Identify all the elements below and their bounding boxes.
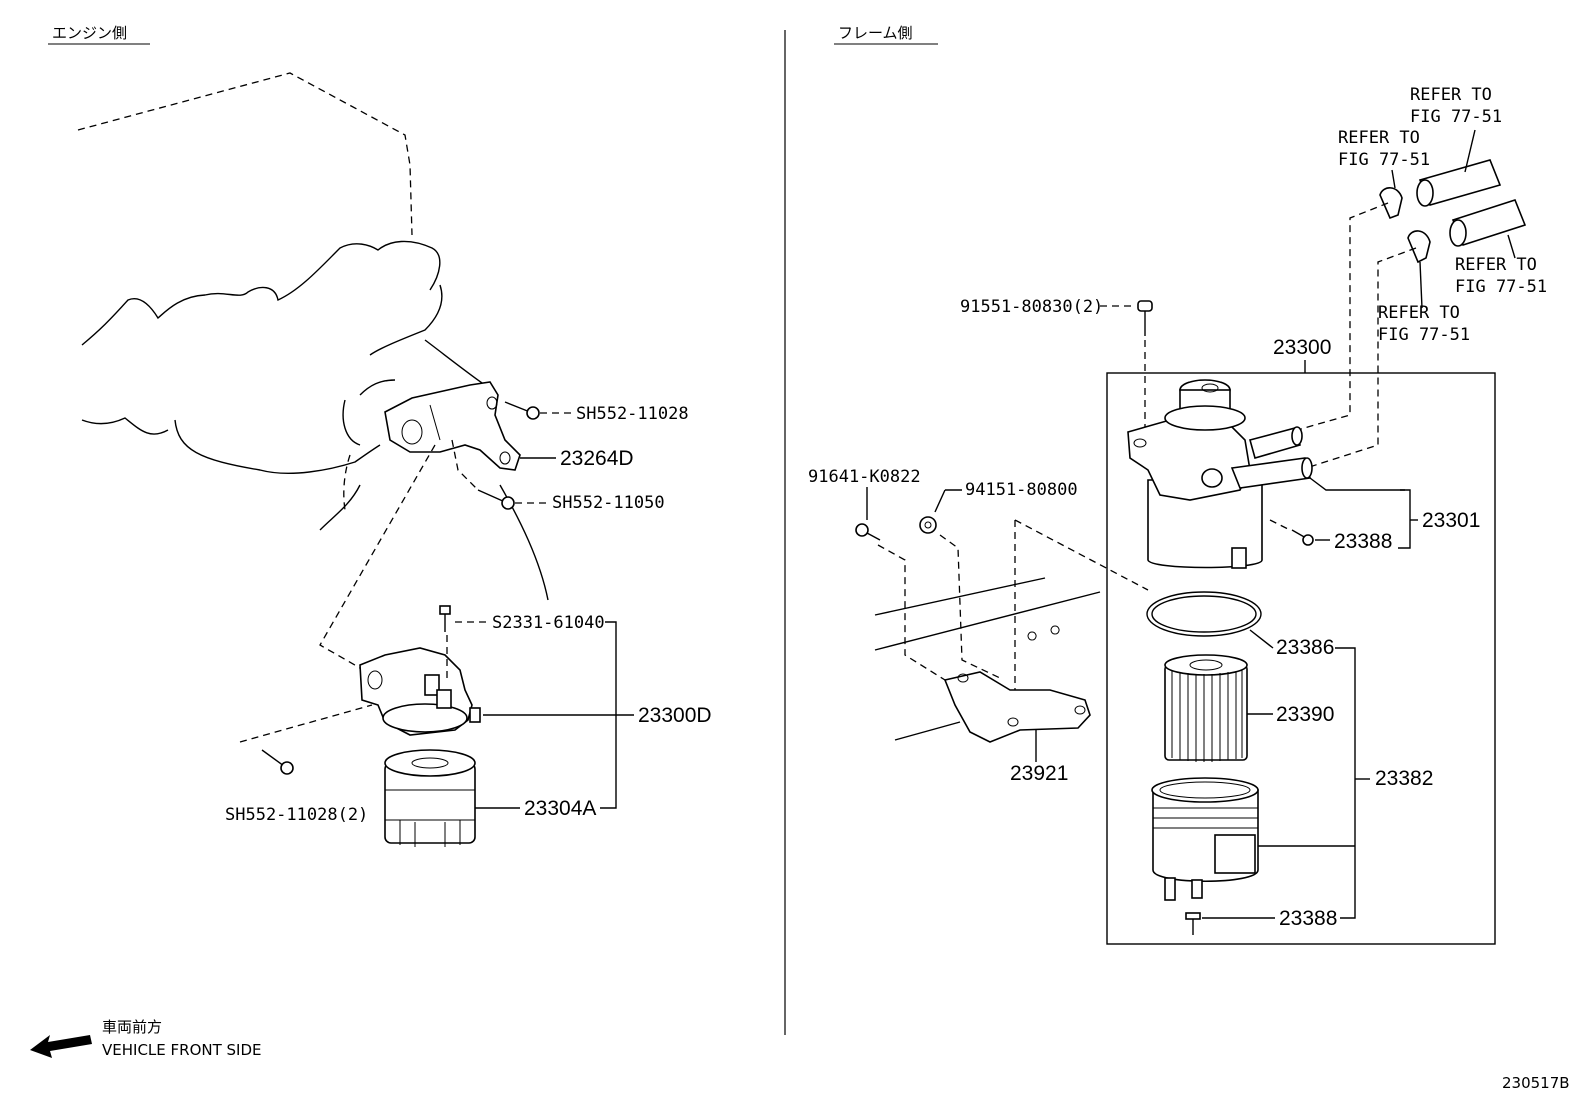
dashed-guide xyxy=(239,704,373,743)
fuel-hoses xyxy=(1416,129,1527,259)
dashed-guide xyxy=(877,544,946,681)
label-23388-lower: 23388 xyxy=(1279,907,1337,930)
label-23301: 23301 xyxy=(1422,509,1480,532)
engine-outline xyxy=(77,72,549,601)
filter-element-23390 xyxy=(1164,654,1248,762)
leader-line xyxy=(934,489,946,513)
dashed-guide xyxy=(451,439,479,491)
dashed-guide xyxy=(939,534,1001,679)
label-23304a: 23304A xyxy=(524,797,596,820)
o-ring-inner xyxy=(1151,595,1257,633)
dashed-guide xyxy=(1014,519,1149,591)
assembly-box-23300 xyxy=(1106,372,1496,945)
label-sh552-11028: SH552-11028 xyxy=(576,404,689,424)
hose-clamps xyxy=(1379,169,1431,309)
vehicle-front-arrow-icon xyxy=(30,1035,92,1058)
o-ring-23386 xyxy=(1146,591,1262,637)
dashed-guide xyxy=(1299,247,1417,471)
bolt-sh552-11028 xyxy=(504,401,540,420)
filter-case-23382 xyxy=(1151,777,1259,901)
leader-line xyxy=(1249,629,1274,649)
nut-94151-80800 xyxy=(919,516,937,534)
bolt-sh552-11050 xyxy=(477,489,515,510)
bracket-23264d xyxy=(384,381,521,471)
bolt-sh552-11028-x2 xyxy=(261,749,294,775)
leader-line xyxy=(1309,477,1405,491)
label-91641-k0822: 91641-K0822 xyxy=(808,467,921,487)
filter-head-23300d xyxy=(359,647,481,736)
bolt-91551-80830 xyxy=(1137,300,1153,336)
filter-head-23301 xyxy=(1127,379,1313,569)
direction-en: VEHICLE FRONT SIDE xyxy=(102,1041,262,1059)
label-sh552-11050: SH552-11050 xyxy=(552,493,665,513)
label-23264d: 23264D xyxy=(560,447,634,470)
label-23386: 23386 xyxy=(1276,636,1334,659)
dashed-guide xyxy=(1261,202,1389,441)
label-23300d: 23300D xyxy=(638,704,712,727)
drain-plug-23388-lower xyxy=(1185,912,1201,935)
bolt-91641-k0822 xyxy=(855,523,881,541)
bolt-s2331-61040 xyxy=(439,605,451,632)
label-23388-upper: 23388 xyxy=(1334,530,1392,553)
label-s2331-61040: S2331-61040 xyxy=(492,613,605,633)
mounting-bracket-23921 xyxy=(874,577,1101,743)
label-23382: 23382 xyxy=(1375,767,1433,790)
figure-id: 230517B xyxy=(1502,1074,1570,1092)
frame-side-header: フレーム側 xyxy=(838,24,913,42)
dashed-guide xyxy=(1269,519,1291,531)
label-sh552-11028-2: SH552-11028(2) xyxy=(225,805,368,825)
drain-plug-23388-upper xyxy=(1291,529,1314,546)
label-23921: 23921 xyxy=(1010,762,1068,785)
label-23390: 23390 xyxy=(1276,703,1334,726)
direction-jp: 車両前方 xyxy=(102,1018,162,1036)
group-bracket xyxy=(1335,647,1356,919)
dashed-guide xyxy=(319,444,436,669)
label-23300: 23300 xyxy=(1273,336,1331,359)
fuel-filter-23304a xyxy=(384,749,476,847)
group-bracket xyxy=(1398,489,1411,549)
engine-side-header: エンジン側 xyxy=(52,24,127,42)
label-91551-80830: 91551-80830(2) xyxy=(960,297,1103,317)
label-94151-80800: 94151-80800 xyxy=(965,480,1078,500)
